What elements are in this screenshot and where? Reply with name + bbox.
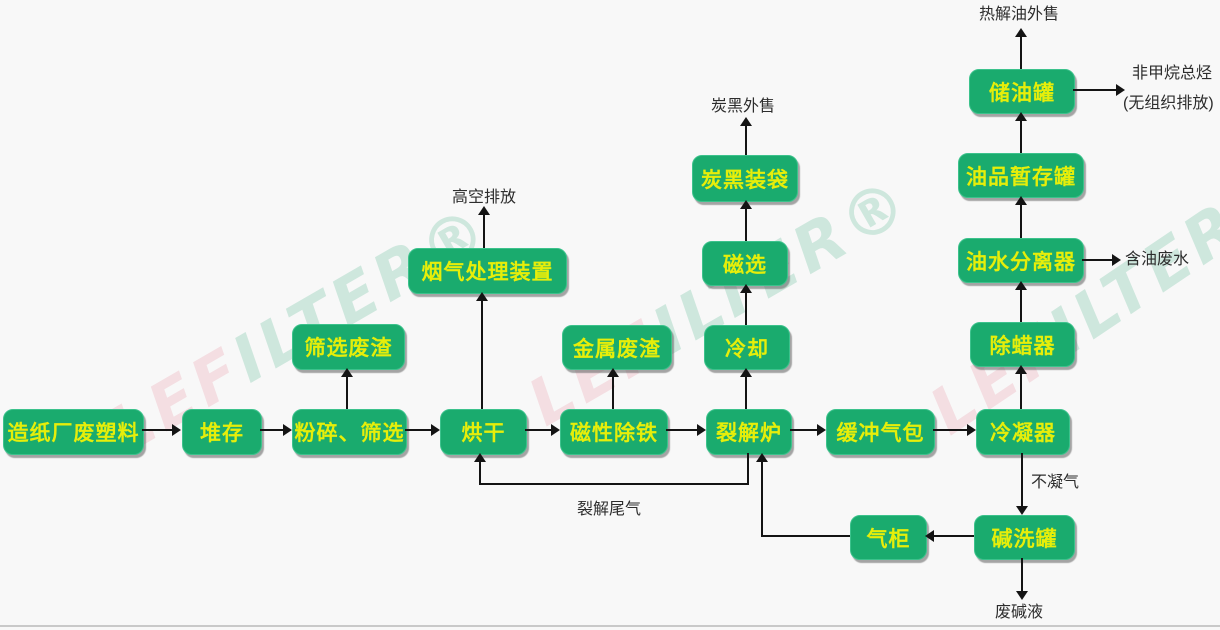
node-carbon-black-bagging: 炭黑装袋 (692, 155, 798, 202)
edge-crush-screening-residue (346, 376, 348, 409)
arrowhead-up-icon (474, 453, 486, 462)
arrowhead-up-icon (740, 200, 752, 209)
edge-crush-drying (405, 429, 431, 431)
arrowhead-right-icon (967, 424, 976, 436)
edge-storagetank-oilsold (1020, 36, 1022, 69)
arrowhead-up-icon (1015, 281, 1027, 290)
arrowhead-right-icon (1116, 84, 1125, 96)
edge-deironing-furnace (666, 429, 697, 431)
node-gas-holder: 气柜 (850, 515, 927, 560)
arrowhead-right-icon (551, 424, 560, 436)
arrowhead-right-icon (1112, 254, 1121, 266)
node-stockpile: 堆存 (182, 409, 262, 455)
edge-drying-fluegas (481, 300, 483, 409)
label-nmhc-line1: 非甲烷总烃 (1132, 65, 1213, 82)
edge-tailgas-up (479, 461, 481, 485)
node-magnetic-deironing: 磁性除铁 (560, 409, 668, 455)
node-alkali-wash-tank: 碱洗罐 (974, 515, 1075, 560)
edge-temptank-storagetank (1020, 120, 1022, 153)
node-flue-gas-treatment: 烟气处理装置 (408, 248, 567, 294)
arrowhead-right-icon (283, 424, 292, 436)
node-crush-screen: 粉碎、筛选 (292, 409, 407, 455)
node-buffer-tank: 缓冲气包 (826, 409, 935, 455)
edge-stockpile-crush (260, 429, 283, 431)
arrowhead-right-icon (172, 424, 181, 436)
label-pyrolysis-oil-sold: 热解油外售 (979, 6, 1060, 23)
bottom-divider (0, 625, 1220, 627)
edge-furnace-buffer (790, 429, 817, 431)
arrowhead-left-icon (925, 530, 934, 542)
arrowhead-up-icon (1015, 196, 1027, 205)
arrowhead-down-icon (1016, 506, 1028, 515)
arrowhead-up-icon (1015, 112, 1027, 121)
node-dewaxer: 除蜡器 (970, 322, 1075, 367)
node-metal-residue: 金属废渣 (562, 325, 672, 370)
node-drying: 烘干 (440, 409, 527, 455)
edge-separator-temptank (1020, 204, 1022, 238)
arrowhead-down-icon (1016, 591, 1028, 600)
edge-buffer-condenser (933, 429, 967, 431)
node-source: 造纸厂废塑料 (3, 409, 144, 455)
edge-furnace-cooling (745, 376, 747, 409)
node-pyrolysis-furnace: 裂解炉 (706, 409, 792, 455)
edge-storagetank-nmhc (1073, 89, 1116, 91)
edge-condenser-dewaxer (1020, 373, 1022, 409)
label-non-condensable-gas: 不凝气 (1031, 474, 1080, 491)
node-cooling: 冷却 (704, 325, 790, 370)
edge-alkaliwash-gasholder (934, 535, 974, 537)
edge-tailgas-down (747, 453, 749, 485)
node-oil-storage-tank: 储油罐 (969, 69, 1075, 114)
label-oily-wastewater: 含油废水 (1125, 251, 1190, 268)
edge-drying-deironing (525, 429, 551, 431)
brand-watermark: LEFILTER® (517, 163, 925, 441)
label-nmhc-line2: (无组织排放) (1123, 95, 1214, 112)
arrowhead-up-icon (476, 292, 488, 301)
node-oil-temp-tank: 油品暂存罐 (958, 153, 1084, 198)
arrowhead-up-icon (1015, 28, 1027, 37)
arrowhead-up-icon (756, 453, 768, 462)
edge-condenser-alkaliwash (1021, 453, 1023, 507)
node-oil-water-separator: 油水分离器 (958, 238, 1084, 283)
node-screening-residue: 筛选废渣 (292, 324, 405, 370)
arrowhead-up-icon (607, 368, 619, 377)
node-magnetic-separation: 磁选 (702, 241, 788, 286)
edge-cooling-magnetic-separation (745, 292, 747, 325)
arrowhead-up-icon (740, 368, 752, 377)
label-pyrolysis-tail-gas: 裂解尾气 (577, 501, 642, 518)
node-condenser: 冷凝器 (976, 409, 1070, 455)
edge-dewaxer-separator (1020, 289, 1022, 322)
arrowhead-up-icon (1015, 365, 1027, 374)
edge-source-stockpile (142, 429, 172, 431)
label-waste-alkali: 废碱液 (995, 604, 1044, 621)
arrowhead-up-icon (478, 206, 490, 215)
edge-alkaliwash-wastealkali (1021, 558, 1023, 592)
edge-deironing-metal-residue (612, 376, 614, 409)
edge-fluegas-discharge (483, 214, 485, 248)
edge-separator-wastewater (1082, 259, 1112, 261)
edge-tailgas-horizontal (479, 483, 749, 485)
edge-bagging-sold (745, 125, 747, 155)
arrowhead-right-icon (697, 424, 706, 436)
edge-gasholder-furnace-v (761, 461, 763, 537)
arrowhead-up-icon (740, 284, 752, 293)
arrowhead-up-icon (740, 117, 752, 126)
arrowhead-right-icon (431, 424, 440, 436)
arrowhead-up-icon (341, 368, 353, 377)
label-carbon-black-sold: 炭黑外售 (711, 98, 776, 115)
edge-gasholder-furnace-h (762, 535, 850, 537)
arrowhead-right-icon (817, 424, 826, 436)
label-high-altitude-discharge: 高空排放 (452, 189, 517, 206)
edge-separation-bagging (745, 208, 747, 241)
